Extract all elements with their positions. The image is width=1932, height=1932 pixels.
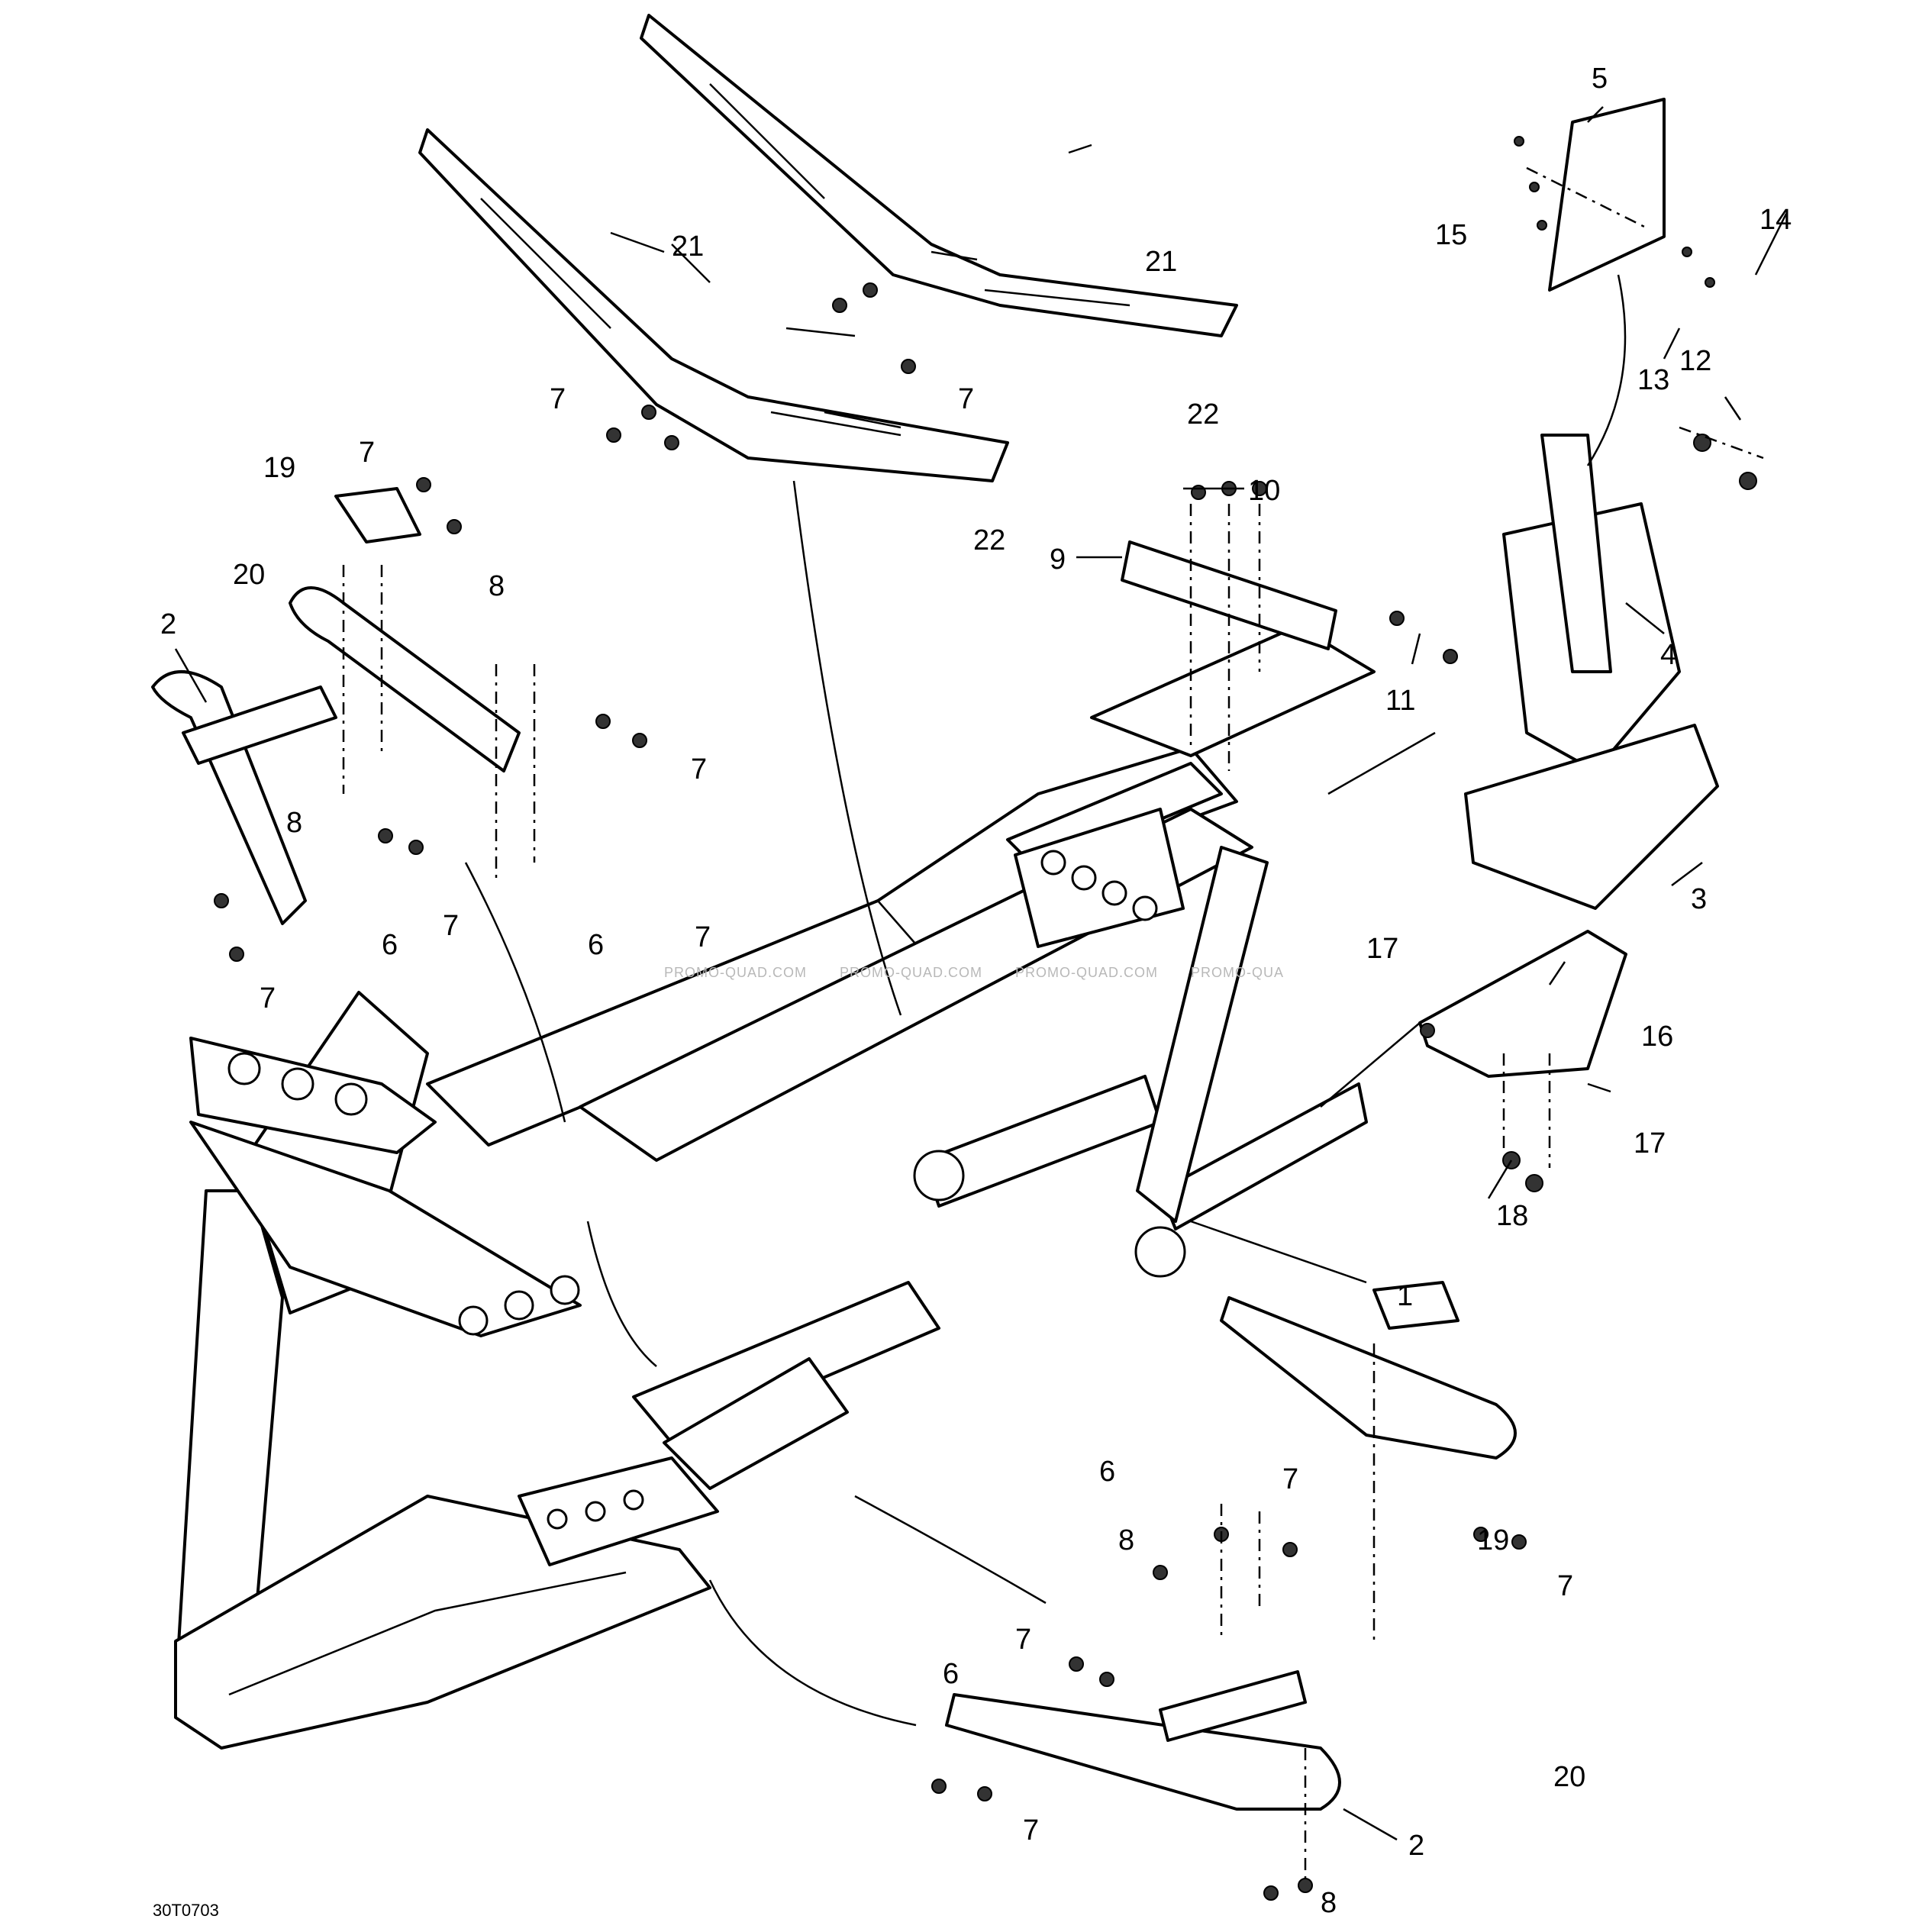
callout-5: 5 bbox=[1592, 63, 1608, 95]
callout-numbers: 1 2 2 3 4 5 6 6 6 6 7 7 7 7 7 7 7 7 7 7 … bbox=[160, 63, 1792, 1919]
watermark-2: PROMO-QUAD.COM bbox=[840, 965, 982, 980]
callout-7-i: 7 bbox=[1015, 1624, 1031, 1656]
callout-21-rear: 21 bbox=[1145, 246, 1177, 278]
callout-7-f: 7 bbox=[958, 383, 974, 415]
callout-7-j: 7 bbox=[1023, 1814, 1039, 1847]
bracket-19-front bbox=[334, 487, 421, 543]
callout-6-rear-b: 6 bbox=[943, 1658, 959, 1690]
callout-14: 14 bbox=[1759, 204, 1792, 236]
callout-7-d: 7 bbox=[260, 982, 276, 1014]
bracket-4-arm bbox=[1540, 434, 1612, 673]
callout-6-rear-a: 6 bbox=[1099, 1456, 1115, 1488]
callout-9: 9 bbox=[1050, 543, 1066, 576]
callout-7-e: 7 bbox=[550, 383, 566, 415]
callout-20-front: 20 bbox=[233, 559, 265, 591]
callout-22-front: 22 bbox=[973, 524, 1005, 556]
rear-bumper-2 bbox=[945, 1670, 1341, 1811]
callout-4: 4 bbox=[1660, 639, 1676, 671]
front-bumper-20 bbox=[289, 586, 521, 772]
callout-7-g: 7 bbox=[1282, 1463, 1298, 1495]
callout-11: 11 bbox=[1385, 685, 1415, 717]
callout-7-b: 7 bbox=[691, 753, 707, 785]
reference-code: 30T0703 bbox=[153, 1901, 219, 1920]
callout-8-a: 8 bbox=[489, 570, 505, 602]
callout-10: 10 bbox=[1248, 475, 1280, 507]
callout-3: 3 bbox=[1691, 883, 1707, 915]
callout-7-k: 7 bbox=[695, 921, 711, 953]
callout-7-c: 7 bbox=[443, 910, 459, 942]
upper-rail-rear bbox=[640, 14, 1238, 337]
callout-19-front: 19 bbox=[263, 452, 295, 484]
watermark: PROMO-QUAD.COM PROMO-QUAD.COM PROMO-QUAD… bbox=[664, 965, 1284, 980]
callout-8-c: 8 bbox=[1118, 1524, 1134, 1556]
alignment-lines bbox=[342, 166, 1764, 1878]
callout-2-front: 2 bbox=[160, 608, 176, 640]
assembly-leaders bbox=[464, 274, 1627, 1727]
hardware bbox=[214, 136, 1757, 1901]
callout-12: 12 bbox=[1679, 345, 1711, 377]
callout-7-a: 7 bbox=[359, 437, 375, 469]
callout-16: 16 bbox=[1641, 1021, 1673, 1053]
watermark-3: PROMO-QUAD.COM bbox=[1015, 965, 1158, 980]
front-bumper-2 bbox=[151, 670, 337, 925]
callout-20-rear: 20 bbox=[1553, 1761, 1585, 1793]
plate-5 bbox=[1548, 98, 1666, 292]
callout-leaders bbox=[174, 106, 1788, 1841]
upper-rail-front bbox=[418, 128, 1009, 482]
callout-22-rear: 22 bbox=[1187, 398, 1219, 431]
callout-8-b: 8 bbox=[286, 807, 302, 839]
callout-8-d: 8 bbox=[1321, 1887, 1337, 1919]
callout-15: 15 bbox=[1435, 219, 1467, 251]
callout-2-rear: 2 bbox=[1408, 1830, 1424, 1862]
main-frame bbox=[174, 624, 1376, 1750]
bracket-16 bbox=[1418, 930, 1627, 1078]
rear-bumper-20 bbox=[1220, 1296, 1517, 1459]
callout-19-rear: 19 bbox=[1477, 1524, 1509, 1556]
callout-18: 18 bbox=[1496, 1200, 1528, 1232]
watermark-1: PROMO-QUAD.COM bbox=[664, 965, 807, 980]
callout-21-front: 21 bbox=[672, 231, 704, 263]
callout-1: 1 bbox=[1397, 1280, 1413, 1312]
callout-17-b: 17 bbox=[1634, 1127, 1666, 1160]
callout-6-front-a: 6 bbox=[382, 929, 398, 961]
bracket-3 bbox=[1464, 724, 1719, 910]
callout-7-h: 7 bbox=[1557, 1570, 1573, 1602]
watermark-4: PROMO-QUA bbox=[1191, 965, 1284, 980]
callout-17-a: 17 bbox=[1366, 933, 1398, 965]
bracket-19-rear bbox=[1372, 1281, 1459, 1330]
callout-6-front-b: 6 bbox=[588, 929, 604, 961]
callout-13: 13 bbox=[1637, 364, 1669, 396]
